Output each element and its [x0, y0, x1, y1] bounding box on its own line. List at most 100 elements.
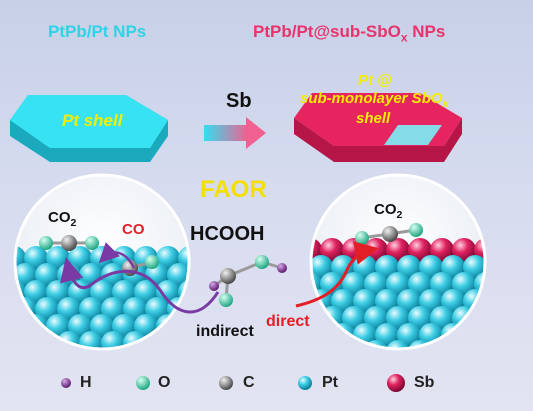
pt-atom — [441, 289, 465, 313]
pt-atom — [397, 323, 421, 347]
pt-shell-label: Pt shell — [62, 111, 123, 130]
pt-atom — [101, 297, 125, 321]
pt-atom — [463, 255, 485, 279]
legend-label-pt: Pt — [322, 374, 338, 391]
pt-atom — [156, 246, 180, 270]
pt-atom — [123, 297, 147, 321]
sb-atom — [408, 238, 432, 262]
left-co-label: CO — [122, 221, 145, 238]
pt-shell-plate — [10, 95, 168, 162]
pt-atom — [463, 323, 485, 347]
hcooh-molecule — [209, 255, 287, 307]
sbox-shell-label-line1: Pt @ — [358, 72, 392, 89]
pt-atom — [134, 280, 158, 304]
pt-atom — [342, 306, 366, 330]
pt-atom — [112, 314, 136, 338]
pt-atom — [311, 255, 333, 279]
left-surface-circle — [0, 173, 213, 351]
pt-atom — [167, 331, 189, 349]
right-co2-label: CO2 — [374, 201, 403, 221]
pt-atom — [0, 246, 4, 270]
sb-arrow-label: Sb — [226, 90, 252, 112]
pt-atom — [430, 340, 454, 349]
sbox-shell-label-line3: shell — [356, 110, 391, 127]
left-co2-label: CO2 — [48, 209, 77, 229]
pt-atom — [287, 255, 311, 279]
sb-atom — [276, 238, 300, 262]
pt-atom — [0, 263, 15, 287]
pt-atom — [485, 289, 509, 313]
pt-atom — [15, 263, 37, 287]
pt-atom — [57, 297, 81, 321]
pt-atom — [15, 331, 37, 349]
pt-atom — [474, 306, 485, 330]
pt-atom — [364, 306, 388, 330]
pt-atom — [386, 306, 410, 330]
pt-atom — [46, 280, 70, 304]
left-title: PtPb/Pt NPs — [48, 22, 147, 41]
direct-label: direct — [266, 313, 310, 330]
pt-atom — [342, 272, 366, 296]
pt-atom — [287, 289, 311, 313]
pt-atom — [320, 272, 344, 296]
indirect-arrow — [60, 257, 220, 314]
pt-atom — [397, 255, 421, 279]
pt-atom — [178, 246, 189, 270]
pt-atom — [430, 306, 454, 330]
pt-atom — [419, 289, 443, 313]
transform-arrow — [204, 117, 266, 149]
pt-atom — [167, 263, 189, 287]
pt-atom — [485, 323, 509, 347]
pt-atom — [0, 280, 4, 304]
o-atom-icon — [136, 376, 150, 390]
pt-atom — [68, 314, 92, 338]
sb-atom — [311, 238, 322, 262]
pt-atom — [485, 255, 509, 279]
pt-atom — [24, 246, 48, 270]
pt-atom — [375, 255, 399, 279]
pt-atom — [331, 255, 355, 279]
pt-atom — [364, 272, 388, 296]
pt-atom — [276, 272, 300, 296]
pt-atom — [375, 323, 399, 347]
pt-atom — [15, 246, 26, 270]
pt-atom — [90, 280, 114, 304]
pt-atom — [320, 340, 344, 349]
sb-atom — [386, 238, 410, 262]
legend-label-c: C — [243, 374, 255, 391]
left-co2-molecule — [39, 235, 99, 251]
pt-atom — [276, 340, 300, 364]
pt-atom — [0, 314, 4, 338]
pt-atom-icon — [298, 376, 312, 390]
pt-atom — [311, 340, 322, 349]
pt-atom — [101, 263, 125, 287]
h-atom-icon — [61, 378, 71, 388]
pt-atom — [342, 340, 366, 349]
pt-atom — [145, 297, 169, 321]
legend-label-o: O — [158, 374, 171, 391]
sbox-shell-label-line2: sub-monolayer SbOx — [300, 90, 449, 110]
pt-atom — [90, 314, 114, 338]
sb-atom — [474, 238, 485, 262]
pt-atom — [189, 263, 213, 287]
pt-atom — [408, 272, 432, 296]
pt-atom — [386, 272, 410, 296]
reaction-label: FAOR — [200, 176, 267, 203]
pt-atom — [101, 331, 125, 349]
pt-atom — [441, 255, 465, 279]
sb-atom — [430, 238, 454, 262]
pt-atom — [112, 280, 136, 304]
pt-atom — [375, 289, 399, 313]
pt-atom — [24, 280, 48, 304]
pt-atom — [79, 331, 103, 349]
pt-atom — [474, 340, 485, 349]
pt-atom — [0, 297, 15, 321]
direct-arrow — [295, 241, 379, 308]
pt-atom — [386, 340, 410, 349]
indirect-arrow-branch — [98, 242, 136, 269]
pt-atom — [35, 297, 59, 321]
pt-atom — [353, 289, 377, 313]
sb-atom — [320, 238, 344, 262]
